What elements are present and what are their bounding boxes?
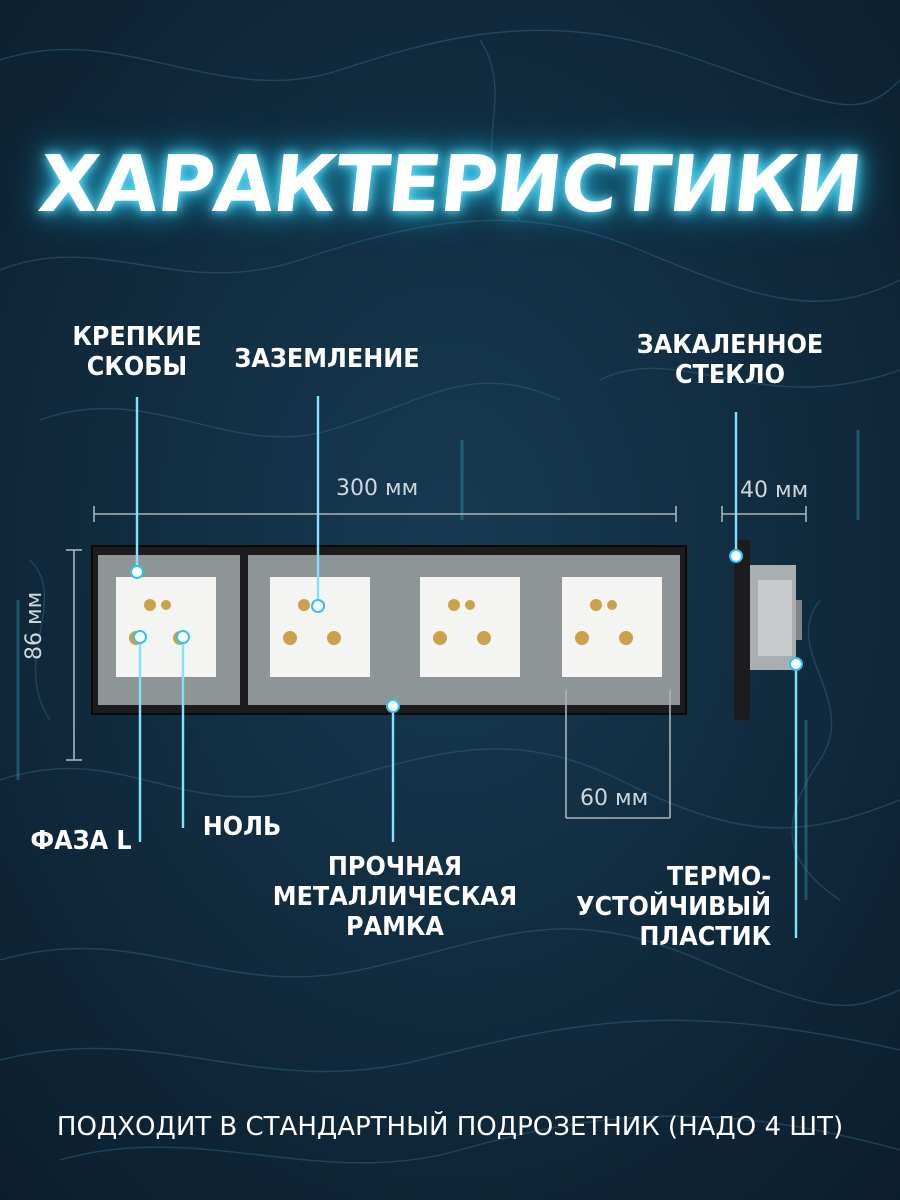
label-glass-line2: СТЕКЛО (675, 360, 785, 390)
label-plastic-line3: ПЛАСТИК (639, 922, 772, 952)
label-glass-line1: ЗАКАЛЕННОЕ (636, 330, 824, 360)
dimension-module: 60 мм (580, 786, 649, 811)
dimension-height: 86 мм (22, 591, 47, 660)
label-phase: ФАЗА L (30, 826, 132, 856)
label-brackets: КРЕПКИЕ СКОБЫ (68, 322, 206, 382)
label-neutral: НОЛЬ (202, 812, 282, 842)
label-plastic-line2: УСТОЙЧИВЫЙ (576, 892, 772, 922)
label-brackets-line2: СКОБЫ (86, 352, 188, 382)
socket-side-view (734, 540, 802, 720)
label-plastic: ТЕРМО- УСТОЙЧИВЫЙ ПЛАСТИК (569, 862, 771, 952)
label-brackets-line1: КРЕПКИЕ (72, 322, 202, 352)
dimension-depth: 40 мм (740, 478, 809, 503)
footer-note: ПОДХОДИТ В СТАНДАРТНЫЙ ПОДРОЗЕТНИК (НАДО… (56, 1112, 844, 1142)
label-frame-line3: РАМКА (346, 912, 444, 942)
label-grounding: ЗАЗЕМЛЕНИЕ (234, 344, 420, 374)
label-frame-line1: ПРОЧНАЯ (327, 852, 463, 882)
label-metal-frame: ПРОЧНАЯ МЕТАЛЛИЧЕСКАЯ РАМКА (266, 852, 524, 942)
label-plastic-line1: ТЕРМО- (666, 862, 772, 892)
dimension-width: 300 мм (336, 476, 419, 501)
label-frame-line2: МЕТАЛЛИЧЕСКАЯ (272, 882, 518, 912)
label-tempered-glass: ЗАКАЛЕННОЕ СТЕКЛО (620, 330, 841, 390)
socket-modules (98, 555, 680, 705)
